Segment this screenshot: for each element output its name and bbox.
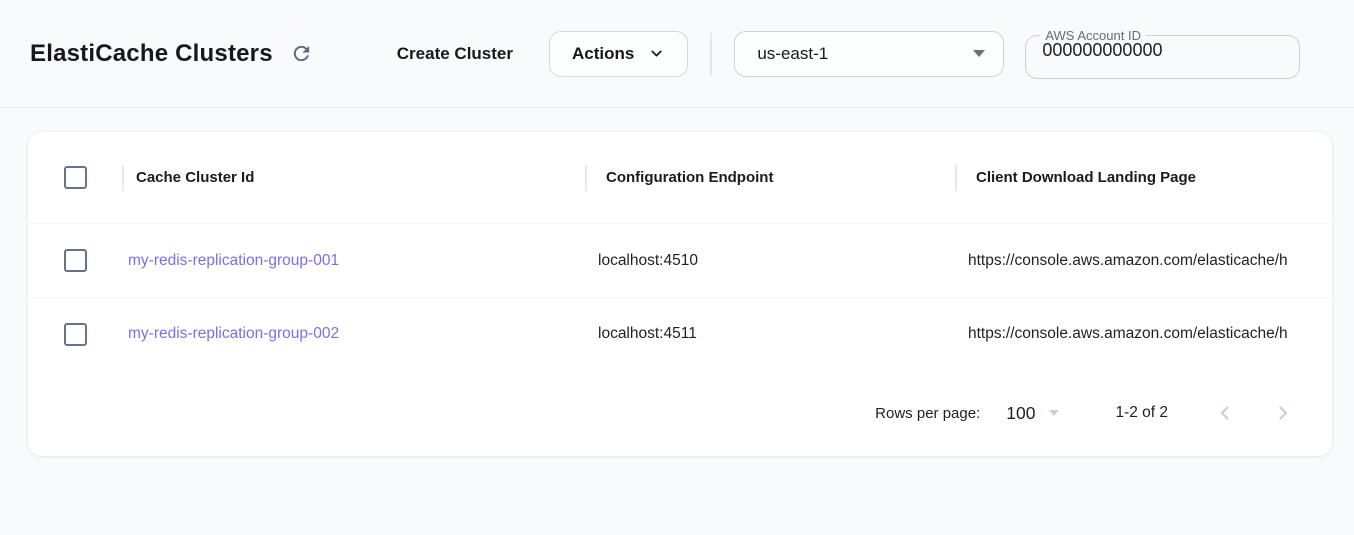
dropdown-caret-icon [973, 50, 986, 57]
cell-configuration-endpoint: localhost:4510 [598, 251, 698, 269]
column-header-cache-cluster-id: Cache Cluster Id [122, 132, 585, 223]
header-checkbox-cell [28, 132, 122, 223]
chevron-down-icon [648, 45, 665, 62]
region-select-value: us-east-1 [757, 43, 829, 63]
column-header-label: Cache Cluster Id [136, 169, 255, 186]
chevron-left-icon [1213, 401, 1237, 425]
region-select[interactable]: us-east-1 [734, 30, 1005, 77]
pagination-range-label: 1-2 of 2 [1115, 404, 1168, 421]
previous-page-button[interactable] [1212, 400, 1238, 426]
row-link[interactable]: my-redis-replication-group-002 [128, 325, 340, 342]
rows-per-page-caret-icon [1049, 410, 1060, 416]
create-cluster-button[interactable]: Create Cluster [396, 43, 513, 63]
aws-account-id-field: AWS Account ID [1025, 27, 1301, 79]
column-header-label: Configuration Endpoint [606, 169, 774, 186]
next-page-button[interactable] [1270, 400, 1296, 426]
rows-per-page-label: Rows per page: [875, 404, 981, 422]
cell-landing-page: https://console.aws.amazon.com/elasticac… [968, 325, 1288, 342]
row-checkbox-cell [28, 298, 122, 370]
clusters-table-card: Cache Cluster Id Configuration Endpoint … [28, 132, 1332, 456]
row-link[interactable]: my-redis-replication-group-001 [128, 251, 340, 269]
table-body: my-redis-replication-group-001 localhost… [28, 223, 1332, 370]
page-title: ElastiCache Clusters [30, 39, 273, 67]
table-row: my-redis-replication-group-002 localhost… [28, 297, 1332, 370]
table-row: my-redis-replication-group-001 localhost… [28, 223, 1332, 297]
column-separator [585, 164, 587, 191]
refresh-icon [290, 42, 313, 65]
column-header-configuration-endpoint: Configuration Endpoint [585, 132, 955, 223]
chevron-right-icon [1271, 401, 1295, 425]
row-checkbox[interactable] [63, 249, 87, 272]
rows-per-page-select[interactable]: 100 [1006, 402, 1060, 424]
cell-cache-cluster-id: my-redis-replication-group-001 [122, 224, 585, 297]
select-all-checkbox[interactable] [63, 166, 87, 189]
row-checkbox[interactable] [63, 322, 87, 346]
table-pagination: Rows per page: 100 1-2 of 2 [28, 370, 1332, 456]
table-header-row: Cache Cluster Id Configuration Endpoint … [28, 132, 1332, 223]
aws-account-id-input[interactable] [1030, 39, 1296, 69]
toolbar-divider [710, 32, 713, 75]
actions-button[interactable]: Actions [549, 30, 689, 77]
column-header-client-download-landing-page: Client Download Landing Page [955, 132, 1332, 223]
aws-account-id-label: AWS Account ID [1045, 27, 1141, 43]
cell-configuration-endpoint: localhost:4511 [598, 325, 697, 342]
cell-landing-page: https://console.aws.amazon.com/elasticac… [968, 251, 1288, 269]
top-bar: ElastiCache Clusters Create Cluster Acti… [0, 0, 1354, 108]
row-checkbox-cell [28, 224, 122, 297]
rows-per-page-value: 100 [1006, 402, 1036, 423]
cell-cache-cluster-id: my-redis-replication-group-002 [122, 298, 585, 370]
column-separator [122, 164, 124, 191]
actions-button-label: Actions [572, 43, 635, 63]
refresh-button[interactable] [287, 39, 317, 69]
column-header-label: Client Download Landing Page [976, 169, 1197, 186]
column-separator [955, 164, 957, 191]
